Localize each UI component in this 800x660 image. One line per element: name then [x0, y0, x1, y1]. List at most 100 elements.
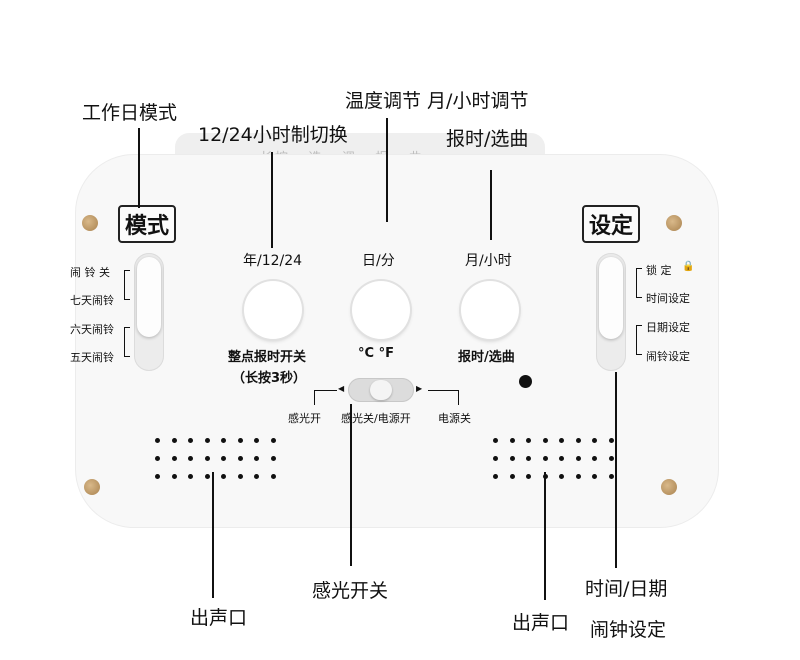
set-slide-switch[interactable]	[596, 253, 626, 371]
year-12-24-button[interactable]	[244, 281, 302, 339]
callout-line-speaker-right	[544, 472, 546, 600]
speaker-hole	[542, 438, 548, 443]
speaker-hole	[575, 456, 581, 461]
speaker-hole	[221, 438, 226, 443]
callout-alarm-set: 闹钟设定	[590, 619, 667, 641]
speaker-hole	[526, 456, 531, 461]
speaker-hole	[155, 456, 160, 461]
callout-temp-adjust: 温度调节 月/小时调节	[345, 90, 529, 112]
set-option-date: 日期设定	[646, 321, 690, 334]
speaker-hole	[270, 456, 276, 461]
speaker-hole	[204, 456, 210, 461]
callout-hour-format: 12/24小时制切换	[198, 124, 348, 146]
speaker-hole	[608, 474, 614, 479]
light-power-slider-knob[interactable]	[370, 380, 392, 400]
callout-line-speaker-left	[212, 472, 214, 598]
speaker-hole	[542, 456, 548, 461]
callout-line-hour-format	[271, 152, 273, 248]
speaker-hole	[188, 438, 193, 443]
mode-slide-switch[interactable]	[134, 253, 164, 371]
speaker-hole	[575, 474, 581, 479]
speaker-hole	[237, 438, 243, 443]
mode-bracket-2	[124, 327, 130, 357]
slider-label-power-off: 电源关	[438, 412, 471, 425]
speaker-hole	[493, 456, 498, 461]
month-hour-button[interactable]	[461, 281, 519, 339]
speaker-hole	[188, 456, 193, 461]
mode-option-5day: 五天闹铃	[70, 351, 114, 364]
speaker-hole	[155, 438, 160, 443]
slider-left-bracket	[314, 390, 337, 405]
callout-line-light-switch	[350, 404, 352, 566]
set-option-lock: 锁 定	[646, 264, 672, 277]
callout-light-switch: 感光开关	[312, 580, 389, 602]
speaker-hole	[559, 438, 564, 443]
speaker-hole	[171, 456, 177, 461]
mode-option-alarm-off: 闹 铃 关	[70, 266, 110, 279]
speaker-hole	[171, 474, 177, 479]
screw-bottom-right	[661, 479, 677, 495]
speaker-hole	[592, 456, 597, 461]
set-switch-knob[interactable]	[599, 257, 623, 339]
button-3-top-label: 月/小时	[465, 253, 512, 269]
speaker-hole	[575, 438, 581, 443]
speaker-hole	[254, 474, 259, 479]
callout-speaker-right: 出声口	[512, 612, 570, 634]
speaker-hole	[270, 474, 276, 479]
speaker-hole	[270, 438, 276, 443]
button-1-bottom-label: 整点报时开关	[228, 350, 307, 365]
speaker-hole	[493, 474, 498, 479]
button-2-top-label: 日/分	[362, 253, 395, 269]
mode-option-7day: 七天闹铃	[70, 294, 114, 307]
speaker-hole	[237, 474, 243, 479]
callout-chime-select: 报时/选曲	[446, 128, 529, 150]
set-switch-label: 设定	[582, 205, 641, 243]
callout-time-date: 时间/日期	[585, 578, 668, 600]
speaker-hole	[188, 474, 193, 479]
set-bracket-2	[636, 325, 642, 355]
slider-label-light-off-power-on: 感光关/电源开	[341, 412, 411, 425]
speaker-hole	[204, 474, 210, 479]
button-3-bottom-label: 报时/选曲	[458, 350, 515, 365]
speaker-hole	[509, 438, 515, 443]
speaker-hole	[526, 438, 531, 443]
callout-line-time-date	[615, 372, 617, 568]
speaker-hole	[592, 438, 597, 443]
callout-line-temp	[386, 118, 388, 222]
set-option-time: 时间设定	[646, 292, 690, 305]
mode-option-6day: 六天闹铃	[70, 323, 114, 336]
light-power-slider-track[interactable]	[348, 378, 414, 402]
callout-line-workday	[138, 128, 140, 208]
screw-top-right	[666, 215, 682, 231]
slider-right-bracket	[428, 390, 459, 405]
button-2-bottom-label: °C °F	[358, 346, 394, 361]
set-bracket-1	[636, 268, 642, 298]
speaker-hole	[509, 456, 515, 461]
light-sensor	[519, 375, 532, 388]
speaker-hole	[592, 474, 597, 479]
screw-top-left	[82, 215, 98, 231]
speaker-hole	[559, 456, 564, 461]
slider-label-light-on: 感光开	[288, 412, 321, 425]
speaker-hole	[171, 438, 177, 443]
speaker-hole	[155, 474, 160, 479]
mode-switch-knob[interactable]	[137, 257, 161, 337]
button-1-top-label: 年/12/24	[243, 253, 303, 269]
speaker-hole	[254, 438, 259, 443]
speaker-hole	[493, 438, 498, 443]
lock-icon: 🔒	[682, 261, 695, 272]
mode-bracket-1	[124, 270, 130, 300]
day-minute-button[interactable]	[352, 281, 410, 339]
callout-workday-mode: 工作日模式	[82, 102, 178, 124]
callout-speaker-left: 出声口	[190, 607, 248, 629]
slider-arrow-left: ◀	[338, 384, 345, 393]
mode-switch-label: 模式	[118, 205, 177, 243]
speaker-hole	[608, 456, 614, 461]
speaker-hole	[254, 456, 259, 461]
set-option-alarm: 闹铃设定	[646, 350, 690, 363]
callout-line-chime	[490, 170, 492, 240]
slider-arrow-right: ▶	[416, 384, 423, 393]
speaker-hole	[526, 474, 531, 479]
button-1-bottom-note: （长按3秒）	[232, 371, 307, 386]
speaker-hole	[204, 438, 210, 443]
